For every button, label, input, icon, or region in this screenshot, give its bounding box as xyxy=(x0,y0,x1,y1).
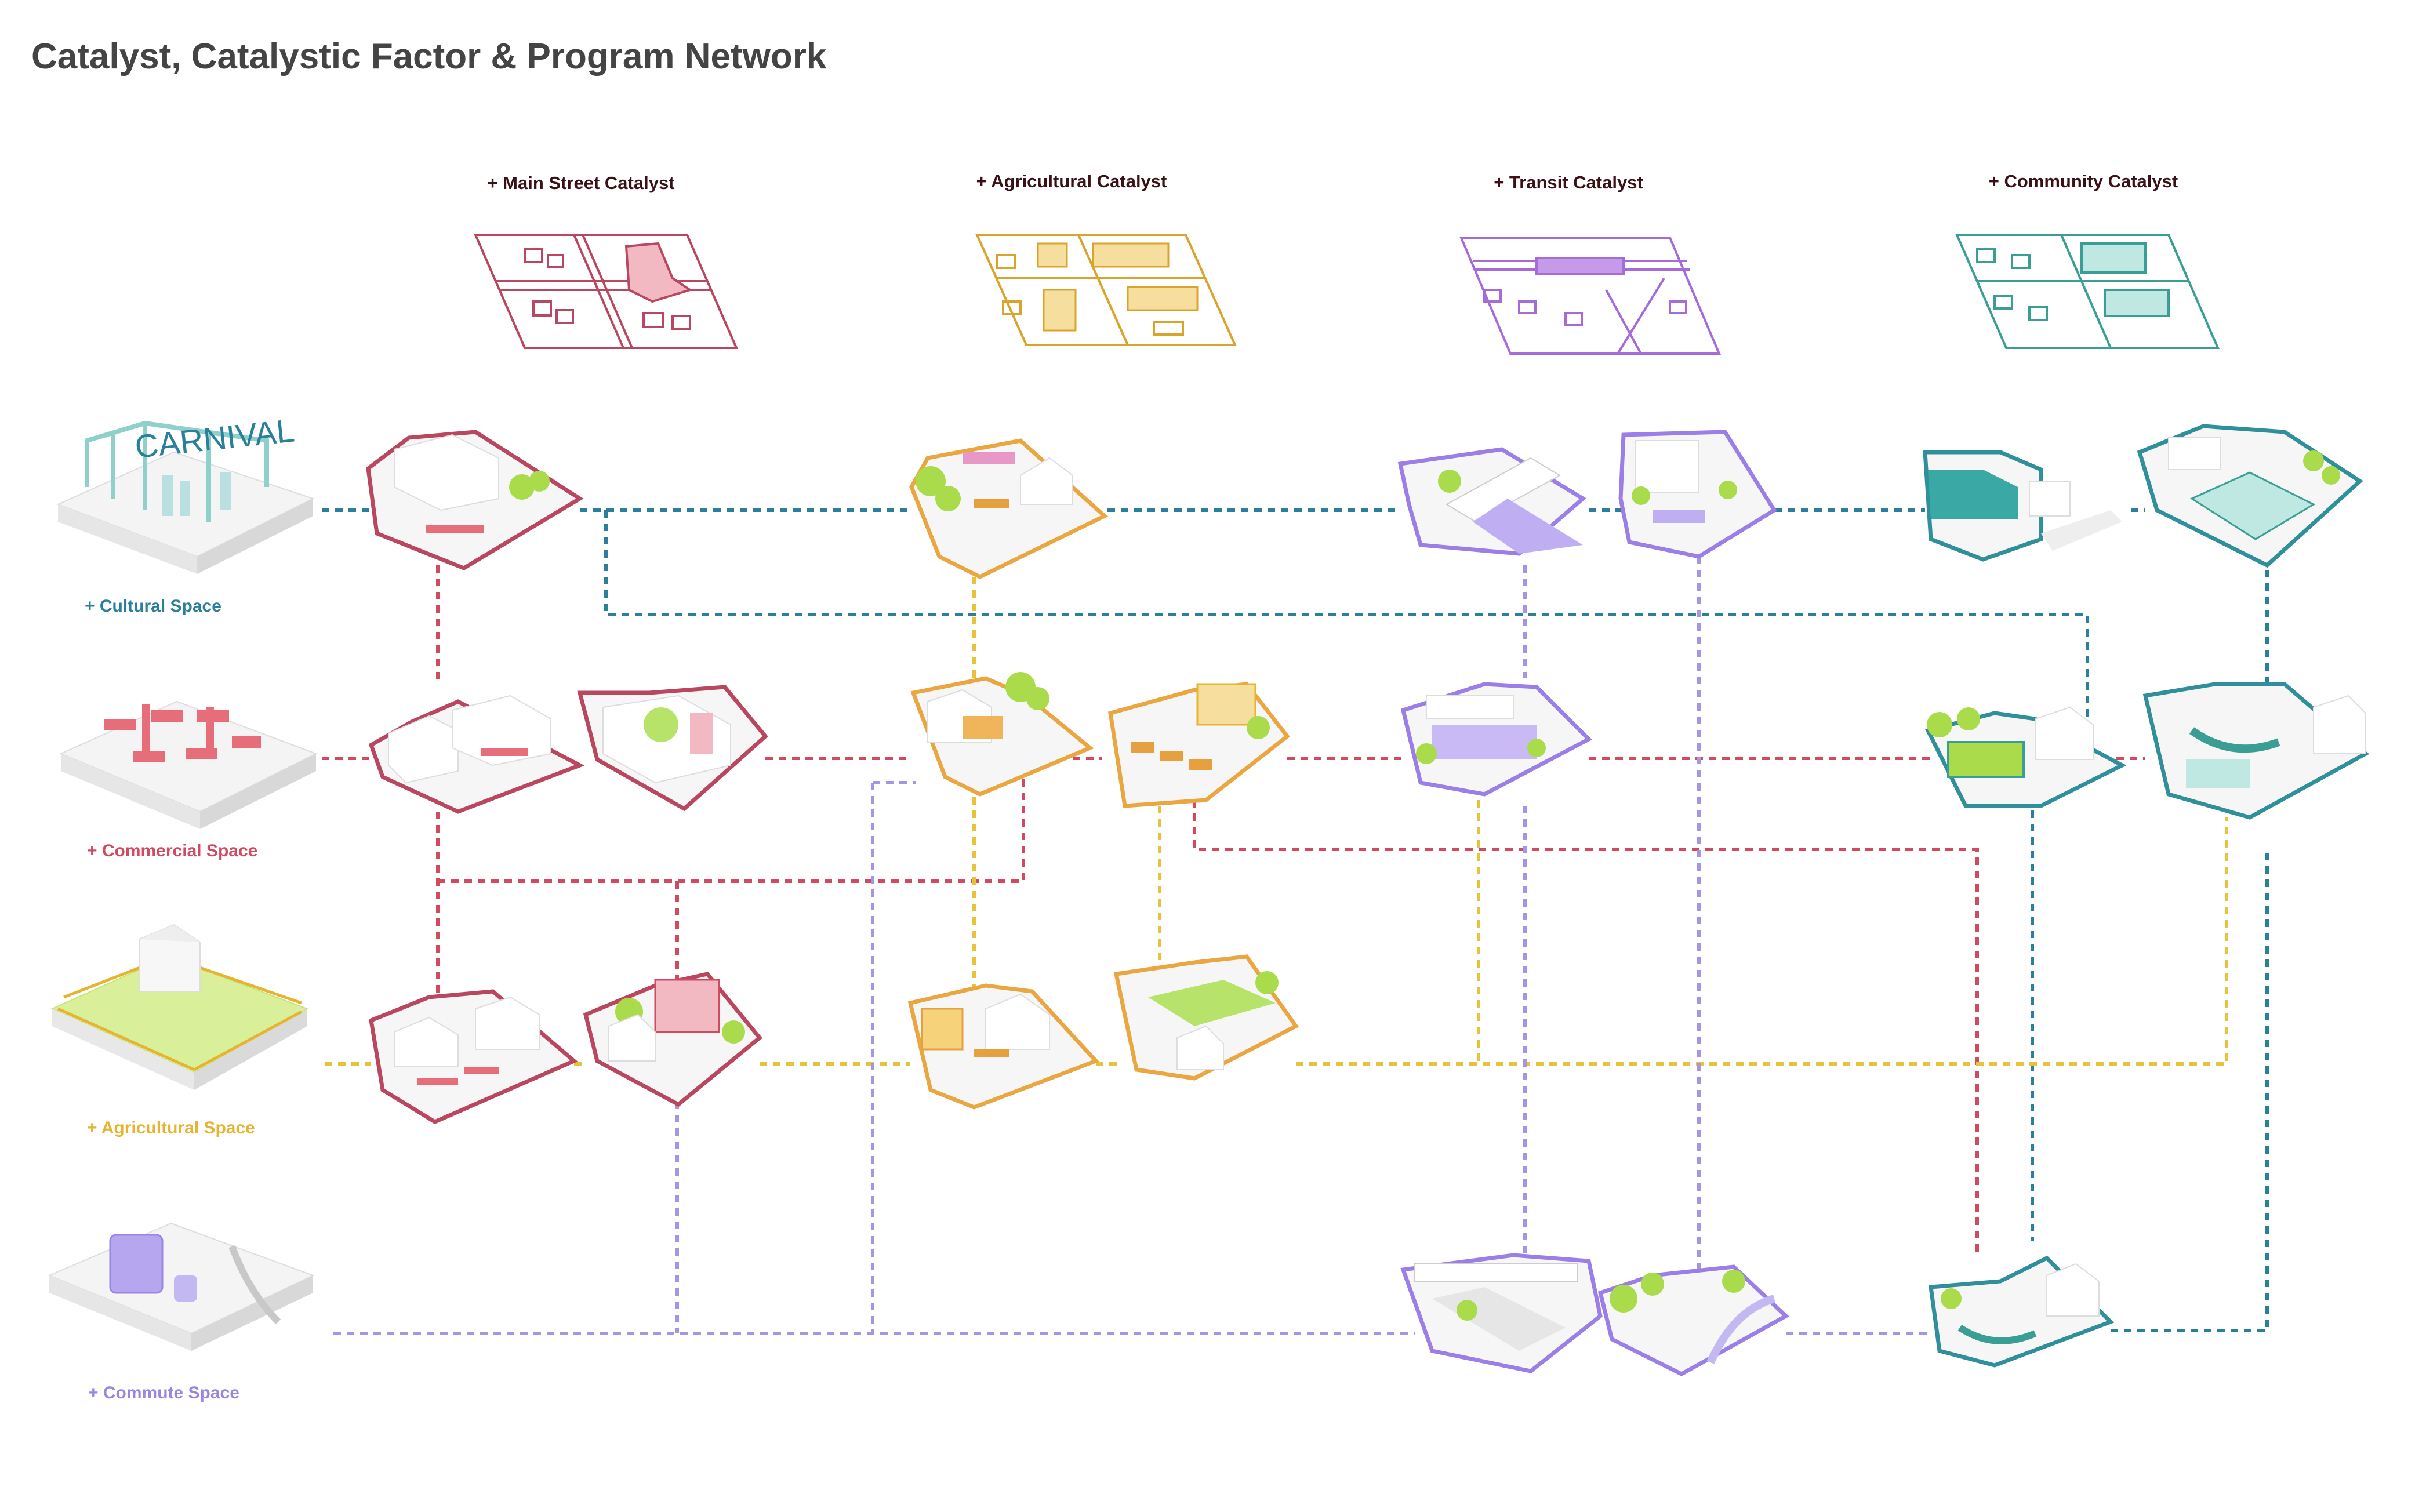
row-label-cultural: + Cultural Space xyxy=(85,597,221,616)
column-label-agricultural: + Agricultural Catalyst xyxy=(976,171,1167,191)
community-catalyst-map xyxy=(1955,234,2220,349)
network-lines xyxy=(322,508,2269,1335)
node-main-street-cultural xyxy=(366,430,584,570)
node-community-commute xyxy=(1929,1255,2115,1368)
node-main-street-commercial-a xyxy=(368,695,585,814)
row-label-commute: + Commute Space xyxy=(88,1383,239,1402)
node-community-commercial-a xyxy=(1924,706,2127,808)
node-transit-commute-b xyxy=(1597,1264,1789,1376)
node-transit-commute-a xyxy=(1400,1253,1603,1373)
row-label-commercial: + Commercial Space xyxy=(87,841,257,860)
column-label-transit: + Transit Catalyst xyxy=(1494,172,1643,192)
node-main-street-agricultural-b xyxy=(583,972,762,1107)
commercial-space-icon xyxy=(59,700,318,829)
commute-connections xyxy=(333,557,1931,1335)
diagram-title: Catalyst, Catalystic Factor & Program Ne… xyxy=(31,37,827,77)
agricultural-catalyst-map xyxy=(975,234,1237,346)
catalyst-maps xyxy=(473,234,2220,355)
carnival-sign: CARNIVAL xyxy=(133,412,296,464)
row-label-agricultural: + Agricultural Space xyxy=(87,1118,255,1137)
program-nodes xyxy=(366,424,2370,1376)
cultural-space-icon: CARNIVAL xyxy=(56,412,315,574)
node-community-commercial-b xyxy=(2142,682,2370,820)
commute-space-icon xyxy=(48,1222,315,1351)
column-label-community: + Community Catalyst xyxy=(1989,171,2178,191)
node-agricultural-commercial-b xyxy=(1108,682,1290,808)
node-main-street-agricultural-a xyxy=(369,989,578,1124)
transit-catalyst-map xyxy=(1459,237,1722,355)
node-transit-cultural-b xyxy=(1618,430,1777,559)
node-transit-cultural-a xyxy=(1397,447,1586,556)
commercial-connections xyxy=(322,565,2145,1252)
agricultural-connections xyxy=(325,577,2228,1066)
node-community-cultural-a xyxy=(1923,450,2122,562)
node-community-cultural-b xyxy=(2137,424,2363,568)
cultural-connections xyxy=(322,508,2269,1332)
node-agricultural-agricultural-b xyxy=(1113,954,1299,1081)
column-label-main-street: + Main Street Catalyst xyxy=(487,173,674,193)
agricultural-space-icon xyxy=(50,924,309,1090)
node-transit-commercial xyxy=(1400,682,1592,797)
node-main-street-commercial-b xyxy=(577,685,768,812)
node-agricultural-cultural xyxy=(909,438,1109,579)
node-agricultural-agricultural-a xyxy=(907,983,1100,1110)
main-street-catalyst-map xyxy=(473,234,739,349)
row-icons: CARNIVAL xyxy=(48,412,318,1351)
node-agricultural-commercial-a xyxy=(910,672,1094,797)
